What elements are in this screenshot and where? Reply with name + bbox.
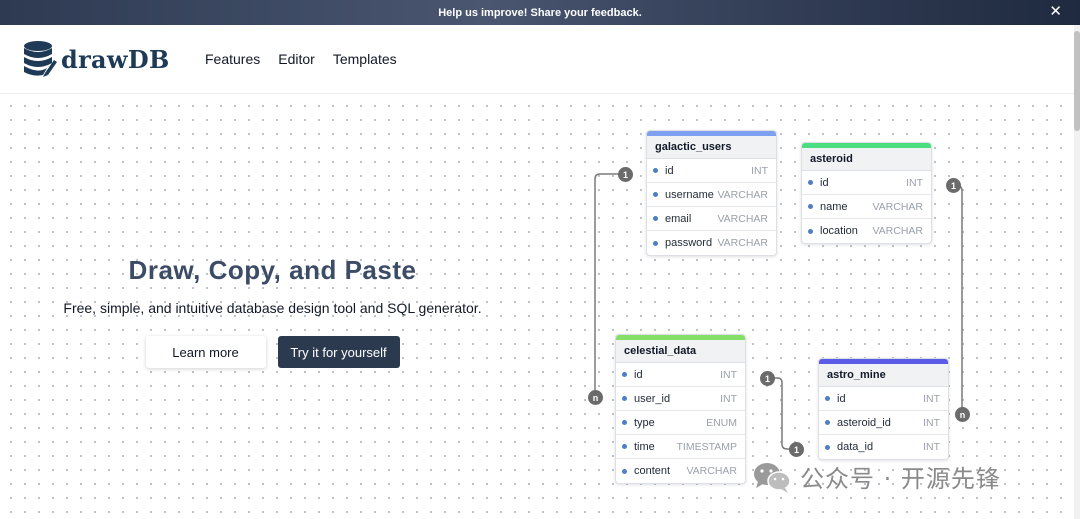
- field-type: INT: [906, 176, 923, 189]
- cardinality-badge-one: 1: [618, 167, 633, 182]
- field-name: user_id: [634, 392, 671, 405]
- table-field-row[interactable]: id INT: [616, 363, 745, 387]
- brand-name: drawDB: [61, 44, 170, 74]
- nav-links: Features Editor Templates: [205, 51, 397, 67]
- field-type: INT: [923, 441, 940, 453]
- field-dot-icon: [622, 396, 627, 401]
- logo[interactable]: drawDB: [23, 40, 170, 78]
- field-dot-icon: [808, 204, 813, 209]
- close-icon[interactable]: ✕: [1049, 3, 1062, 20]
- field-name: id: [665, 164, 674, 177]
- field-name: type: [634, 416, 655, 429]
- field-dot-icon: [622, 468, 627, 474]
- field-type: INT: [923, 392, 940, 405]
- feedback-banner: Help us improve! Share your feedback. ✕: [0, 0, 1080, 25]
- nav-templates[interactable]: Templates: [332, 51, 397, 67]
- watermark: 公众号 · 开源先锋: [752, 459, 1001, 494]
- field-name: id: [820, 176, 829, 189]
- nav-features[interactable]: Features: [205, 51, 261, 67]
- cardinality-badge-one: 1: [760, 371, 775, 386]
- field-dot-icon: [653, 192, 658, 197]
- table-header[interactable]: astro_mine: [819, 359, 948, 387]
- field-type: VARCHAR: [717, 212, 768, 225]
- field-type: INT: [720, 392, 737, 405]
- field-dot-icon: [653, 216, 658, 221]
- table-field-row[interactable]: asteroid_id INT: [819, 411, 948, 435]
- field-type: INT: [720, 368, 737, 381]
- table-field-row[interactable]: type ENUM: [616, 411, 745, 435]
- field-type: VARCHAR: [717, 188, 768, 201]
- field-name: time: [634, 440, 655, 453]
- navbar: drawDB Features Editor Templates: [0, 25, 1074, 94]
- field-name: username: [665, 188, 714, 201]
- field-name: data_id: [837, 441, 874, 453]
- table-field-row[interactable]: location VARCHAR: [802, 219, 931, 243]
- database-icon: [24, 41, 57, 77]
- field-name: asteroid_id: [837, 416, 891, 429]
- table-field-row[interactable]: user_id INT: [616, 387, 745, 411]
- cardinality-badge-one: 1: [946, 178, 961, 193]
- field-type: VARCHAR: [686, 465, 737, 477]
- field-dot-icon: [808, 180, 813, 185]
- learn-more-button[interactable]: Learn more: [145, 336, 266, 368]
- relation-line-celestial-mine: [767, 377, 796, 450]
- table-field-row[interactable]: id INT: [802, 171, 931, 195]
- field-dot-icon: [653, 240, 658, 246]
- hero-title: Draw, Copy, and Paste: [128, 255, 417, 285]
- table-header[interactable]: celestial_data: [616, 335, 745, 363]
- field-dot-icon: [825, 396, 830, 401]
- field-name: id: [837, 392, 846, 405]
- table-field-row[interactable]: name VARCHAR: [802, 195, 931, 219]
- field-type: VARCHAR: [872, 225, 923, 237]
- field-name: id: [634, 368, 643, 381]
- field-dot-icon: [808, 228, 813, 234]
- field-name: location: [820, 225, 858, 237]
- field-name: password: [665, 237, 713, 249]
- cardinality-badge-many: n: [588, 390, 603, 405]
- try-it-button[interactable]: Try it for yourself: [277, 336, 400, 368]
- field-dot-icon: [825, 420, 830, 425]
- page-scrollbar[interactable]: [1074, 25, 1080, 519]
- table-field-row[interactable]: content VARCHAR: [616, 459, 745, 483]
- hero-subtitle: Free, simple, and intuitive database des…: [63, 300, 482, 316]
- scrollbar-thumb[interactable]: [1074, 31, 1080, 131]
- wechat-icon: [754, 462, 791, 493]
- table-field-row[interactable]: data_id INT: [819, 435, 948, 459]
- field-name: email: [665, 212, 692, 225]
- field-dot-icon: [622, 372, 627, 377]
- feedback-banner-text[interactable]: Help us improve! Share your feedback.: [438, 6, 642, 19]
- field-name: content: [634, 465, 671, 477]
- table-field-row[interactable]: time TIMESTAMP: [616, 435, 745, 459]
- field-name: name: [820, 200, 848, 213]
- field-dot-icon: [825, 444, 830, 450]
- table-header[interactable]: galactic_users: [647, 131, 776, 159]
- hero-buttons: Learn more Try it for yourself: [40, 336, 505, 368]
- field-type: INT: [923, 416, 940, 429]
- field-type: INT: [751, 164, 768, 177]
- field-dot-icon: [653, 168, 658, 173]
- table-field-row[interactable]: email VARCHAR: [647, 207, 776, 231]
- table-field-row[interactable]: password VARCHAR: [647, 231, 776, 255]
- table-field-row[interactable]: id INT: [647, 159, 776, 183]
- hero-section: Draw, Copy, and Paste Free, simple, and …: [40, 255, 505, 368]
- relation-line-users-celestial: [594, 173, 625, 397]
- cardinality-badge-many: n: [955, 407, 970, 422]
- relation-line-asteroid-mine: [953, 185, 963, 414]
- cardinality-badge-one: 1: [789, 442, 804, 457]
- table-header[interactable]: asteroid: [802, 143, 931, 171]
- nav-editor[interactable]: Editor: [278, 51, 315, 67]
- field-type: VARCHAR: [872, 200, 923, 213]
- field-type: VARCHAR: [717, 237, 768, 249]
- field-dot-icon: [622, 444, 627, 449]
- field-type: TIMESTAMP: [676, 440, 737, 453]
- field-type: ENUM: [706, 416, 737, 429]
- field-dot-icon: [622, 420, 627, 425]
- table-field-row[interactable]: id INT: [819, 387, 948, 411]
- watermark-text: 公众号 · 开源先锋: [800, 465, 1001, 493]
